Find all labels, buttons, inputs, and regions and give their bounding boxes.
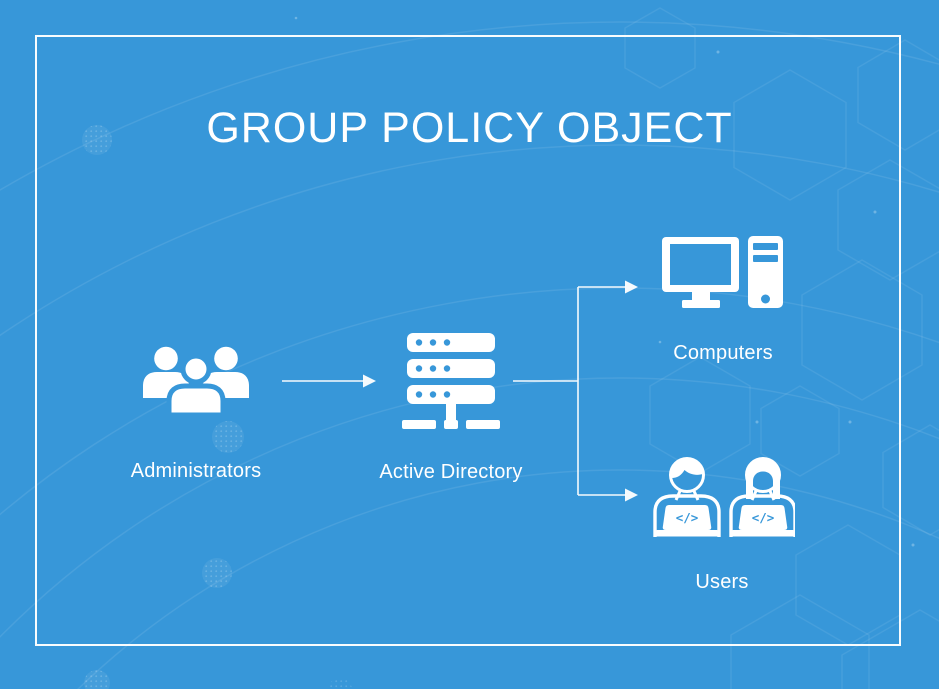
node-computers bbox=[660, 233, 784, 309]
administrators-label: Administrators bbox=[130, 460, 262, 482]
desktop-computer-icon bbox=[662, 236, 783, 308]
users-coding-icon: </> </> bbox=[653, 457, 795, 537]
users-label: Users bbox=[695, 571, 749, 593]
code-glyph: </> bbox=[752, 510, 775, 525]
page-title: GROUP POLICY OBJECT bbox=[206, 104, 733, 152]
active-directory-label: Active Directory bbox=[379, 461, 523, 483]
node-active-directory bbox=[402, 333, 500, 430]
developer-female-at-laptop: </> bbox=[729, 457, 795, 537]
node-administrators bbox=[140, 345, 252, 415]
admin-group-icon bbox=[143, 346, 249, 415]
server-stack-icon bbox=[402, 333, 500, 429]
code-glyph: </> bbox=[676, 510, 699, 525]
node-users: </> </> bbox=[650, 451, 795, 539]
computers-label: Computers bbox=[673, 342, 773, 364]
developer-male-at-laptop: </> bbox=[653, 457, 721, 537]
border-frame bbox=[35, 35, 901, 646]
